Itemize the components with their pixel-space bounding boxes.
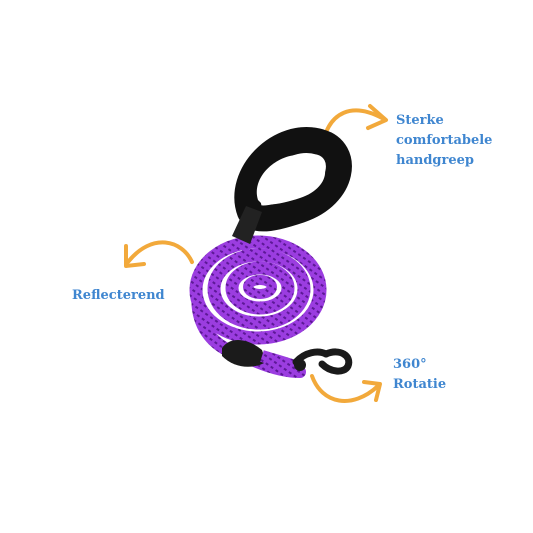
dog-leash-image [189,127,353,378]
handle-feature-label: Sterke comfortabele handgreep [396,111,492,171]
handle-label-line1: Sterke [396,113,444,128]
reflective-feature-label: Reflecterend [72,286,165,306]
handle-label-line2: comfortabele [396,133,493,148]
rotation-label-line1: 360° [393,357,427,372]
rotation-feature-label: 360° Rotatie [393,355,446,395]
rotation-label-line2: Rotatie [393,377,447,392]
arrow-rotation-icon [310,374,382,403]
reflective-label-text: Reflecterend [72,288,165,303]
arrow-reflective-icon [124,240,194,268]
handle-label-line3: handgreep [396,153,474,168]
